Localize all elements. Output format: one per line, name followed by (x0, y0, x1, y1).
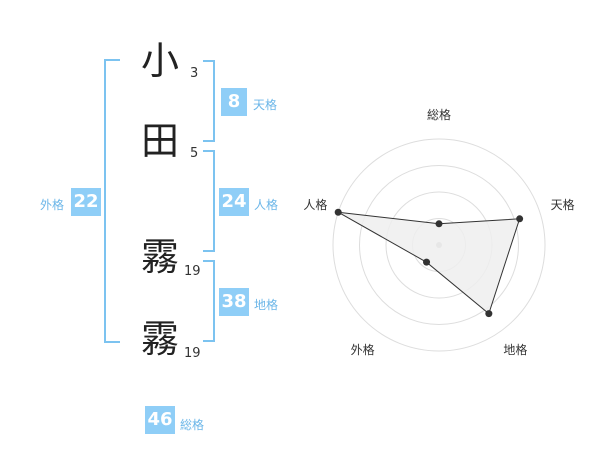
radar-axis-label-0: 総格 (427, 107, 451, 122)
stroke-count-1: 3 (190, 66, 199, 81)
gaikaku-label: 外格 (40, 198, 65, 212)
kanji-char-2: 田 (141, 119, 180, 163)
tenkaku-value-badge: 8 (221, 88, 247, 116)
jinkaku-value-badge: 24 (219, 188, 249, 216)
radar-ring-3 (359, 165, 519, 325)
chikaku-value-badge: 38 (219, 288, 249, 316)
radar-axis-label-4: 人格 (303, 197, 327, 212)
radar-ring-4 (332, 138, 546, 352)
tenkaku-bracket (203, 60, 215, 142)
kanji-char-4: 霧 (141, 317, 180, 361)
radar-point-0 (435, 220, 443, 228)
jinkaku-bracket (203, 150, 215, 252)
radar-points (334, 208, 524, 318)
tenkaku-label: 天格 (253, 98, 278, 112)
radar-point-3 (423, 258, 431, 266)
radar-point-4 (334, 208, 342, 216)
radar-axis-label-1: 天格 (551, 197, 575, 212)
kanji-char-3: 霧 (141, 235, 180, 279)
jinkaku-label: 人格 (254, 198, 279, 212)
kanji-char-1: 小 (141, 39, 180, 83)
gaikaku-value-badge: 22 (71, 188, 101, 216)
soukaku-value-badge: 46 (145, 406, 175, 434)
radar-axis-label-3: 外格 (351, 342, 375, 357)
stroke-count-3: 19 (184, 264, 201, 279)
chikaku-bracket (203, 260, 215, 342)
radar-point-2 (485, 310, 493, 318)
radar-point-1 (516, 215, 524, 223)
gaikaku-bracket (104, 59, 120, 343)
chikaku-label: 地格 (254, 298, 279, 312)
soukaku-label: 総格 (180, 418, 205, 432)
radar-axis-label-2: 地格 (503, 342, 527, 357)
stroke-count-4: 19 (184, 346, 201, 361)
stroke-count-2: 5 (190, 146, 199, 161)
